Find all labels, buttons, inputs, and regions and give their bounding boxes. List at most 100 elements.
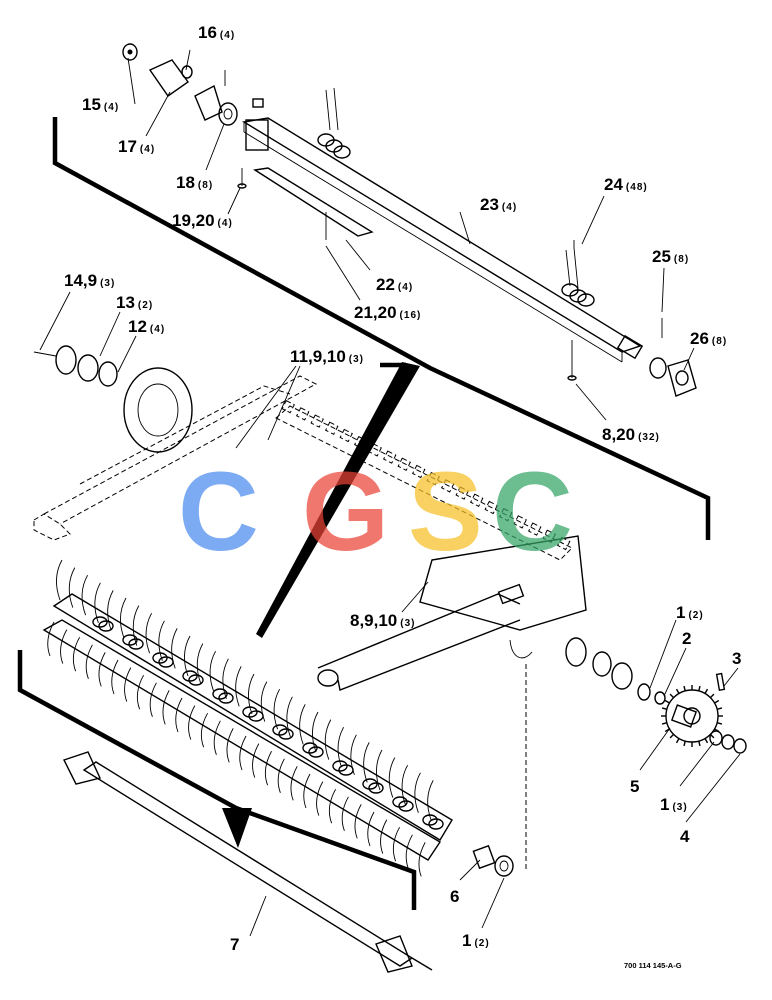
rotor-tine (418, 842, 426, 877)
rotor-tine (175, 697, 183, 733)
rotor-tine (136, 674, 144, 710)
sprocket-tooth (698, 685, 701, 692)
rotor-tine (72, 636, 80, 672)
rotor-tine (252, 743, 260, 778)
rotor-tine (324, 719, 332, 760)
upper-bar-tooth (324, 421, 339, 435)
drive-shaft (63, 751, 433, 973)
rotor-tine (120, 597, 127, 639)
upper-bar-tooth (542, 529, 556, 543)
callout-14-9: 14,9(3) (64, 271, 115, 290)
rotor-assembly (42, 559, 453, 877)
sprocket-tooth (709, 733, 715, 739)
sprocket-tooth (683, 685, 686, 692)
lower-pointer-wedge (222, 808, 252, 848)
tine-coil (392, 796, 408, 808)
watermark: C G S C (178, 449, 573, 574)
upper-tine-springs (317, 87, 595, 381)
rotor-tine (303, 773, 311, 809)
tine-coil (428, 818, 444, 830)
callout-1-qty3: 1(3) (660, 795, 688, 814)
rotor-tine (264, 750, 272, 786)
upper-bar-tooth (484, 500, 498, 515)
tine-coil (368, 782, 384, 794)
callout-8-20: 8,20(32) (602, 425, 660, 444)
upper-bar-tooth (368, 443, 382, 457)
rotor-tine (260, 681, 268, 722)
callout-24: 24(48) (604, 175, 648, 194)
tine-coil (128, 638, 144, 650)
tine-coil (212, 688, 228, 700)
callout-11-9-10: 11,9,10(3) (290, 347, 364, 366)
callout-1-qty2-upper: 1(2) (676, 603, 704, 622)
upper-bar-tooth (498, 507, 513, 522)
rotor-tine (239, 735, 247, 771)
lower-detail-frame (17, 650, 417, 910)
rotor-tine (414, 772, 421, 813)
sprocket-tooth (716, 722, 723, 725)
rotor-tine (184, 635, 191, 677)
tine-coil (152, 652, 168, 664)
rotor-tine (107, 590, 114, 631)
callout-15: 15(4) (82, 95, 119, 114)
callout-2: 2 (682, 629, 691, 648)
rotor-tine (196, 643, 204, 684)
callout-13: 13(2) (116, 293, 153, 312)
rotor-tine (222, 658, 229, 699)
watermark-letter-4: C (492, 449, 573, 574)
callout-19-20: 19,20(4) (172, 211, 233, 230)
callout-22: 22(4) (376, 275, 413, 294)
rotor-tine (277, 758, 285, 793)
upper-shaft (242, 117, 644, 363)
watermark-letter-1: C (178, 449, 259, 574)
rotor-tine (367, 811, 375, 847)
callout-26: 26(8) (690, 329, 727, 348)
sprocket-tooth (661, 707, 668, 710)
rotor-tine (427, 780, 434, 821)
rotor-tine (149, 682, 157, 717)
rotor-tine (235, 666, 242, 707)
upper-bar-tooth (295, 407, 310, 421)
rotor-tine (341, 796, 349, 831)
upper-bar-tooth (397, 457, 411, 471)
rotor-tine (273, 688, 280, 730)
sprocket-tooth (698, 740, 701, 747)
sprocket-tooth (704, 738, 709, 744)
sprocket-tooth (675, 738, 680, 744)
rotor-tine (286, 696, 293, 737)
tine-coil (338, 764, 354, 776)
callout-7: 7 (230, 935, 239, 954)
callout-4: 4 (680, 827, 690, 846)
sprocket-tooth (669, 733, 675, 739)
upper-bar-tooth (513, 515, 527, 529)
sprocket-tooth (704, 688, 709, 694)
main-frame (33, 345, 587, 691)
leader-lines (39, 49, 741, 937)
rotor-tine (81, 574, 88, 616)
sprocket-tooth (709, 693, 715, 699)
sprocket-tooth (664, 699, 670, 704)
upper-left-bearing-group (122, 43, 264, 189)
rotor-tine (200, 712, 208, 748)
upper-bar-tooth (469, 493, 484, 507)
rotor-tine (162, 690, 170, 725)
callout-labels: 16(4) 15(4) 17(4) 18(8) 19,20(4) 24(48) … (64, 23, 741, 970)
tine-coil (422, 814, 438, 826)
rotor-tine (248, 673, 255, 715)
callout-18: 18(8) (176, 173, 213, 192)
tine-coil (278, 728, 294, 740)
rotor-tine (363, 742, 370, 783)
upper-tine-bar (275, 399, 573, 561)
rotor-tine (85, 644, 93, 679)
tine-coil (242, 706, 258, 718)
rotor-tine (188, 705, 196, 740)
rotor-tine (376, 749, 383, 791)
rotor-tine (354, 804, 362, 839)
rotor-tine (380, 819, 388, 854)
tine-coil (158, 656, 174, 668)
sprocket-tooth (675, 688, 680, 694)
callout-17: 17(4) (118, 137, 155, 156)
upper-bar-tooth (440, 479, 455, 493)
